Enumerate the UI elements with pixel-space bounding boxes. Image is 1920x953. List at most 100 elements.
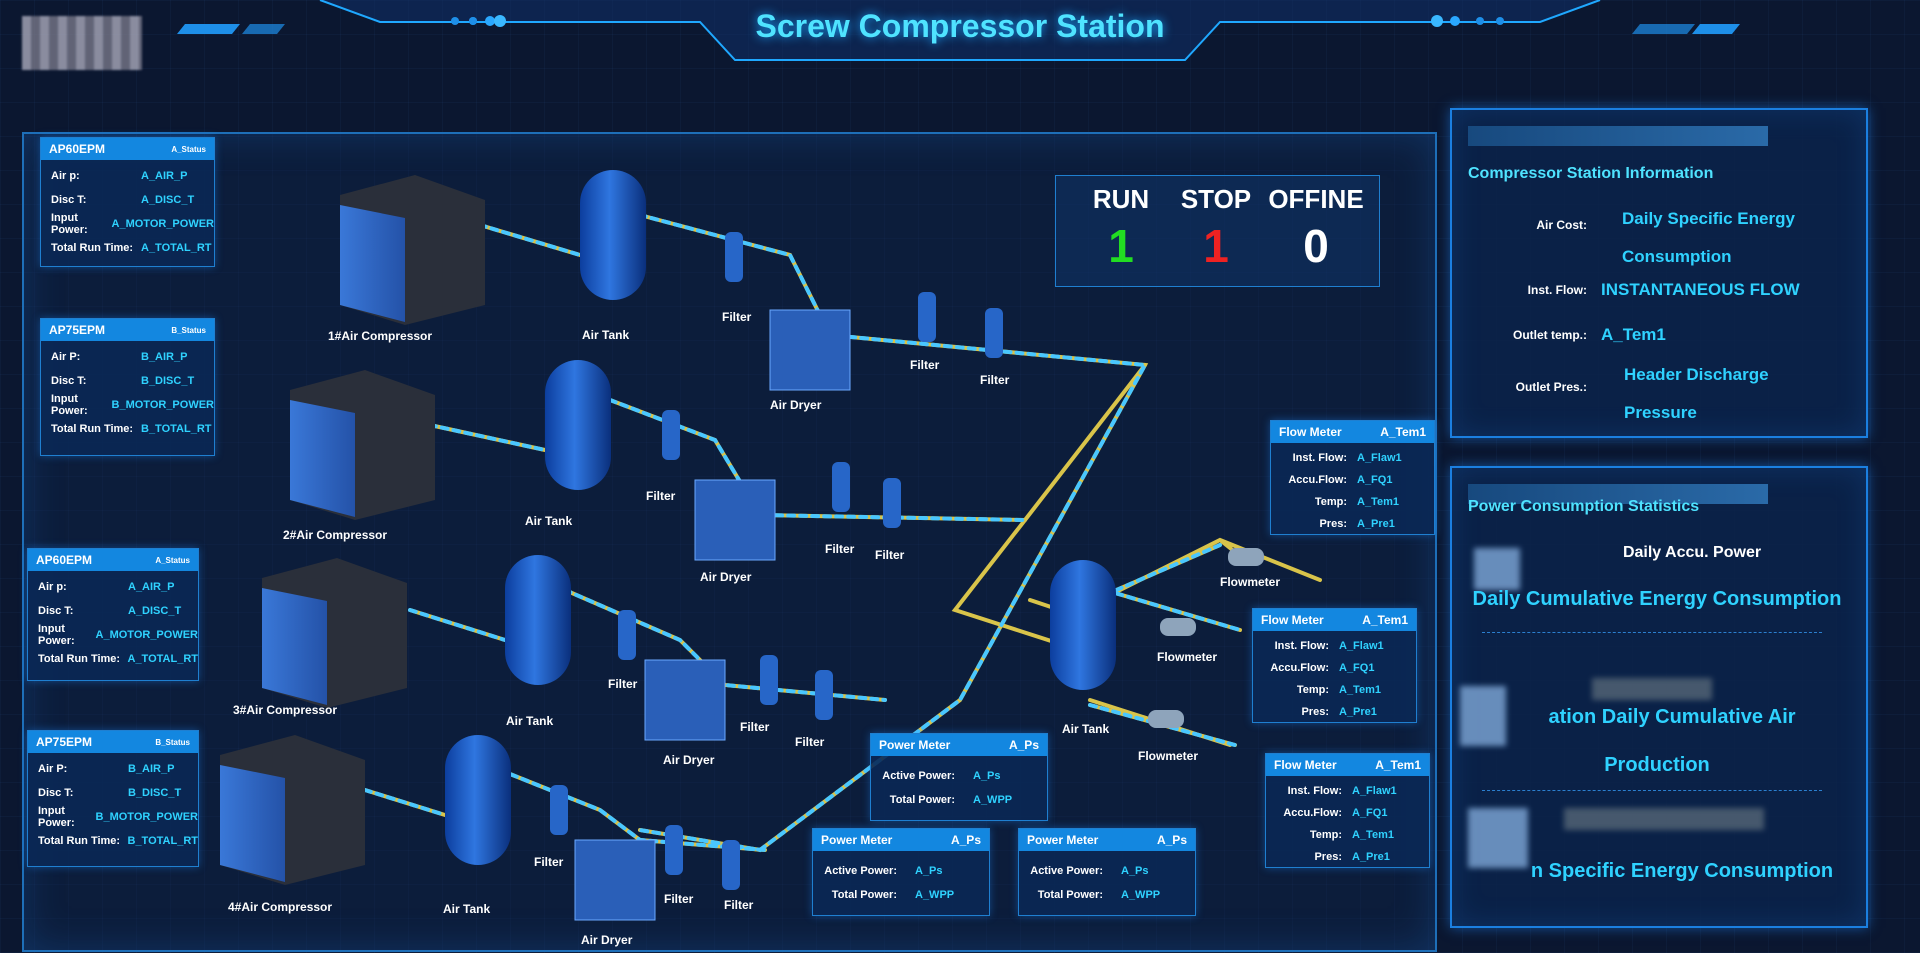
row-value: A_AIR_P (141, 170, 188, 182)
row-label: Disc T: (51, 194, 87, 206)
label-filter: Filter (910, 358, 940, 372)
row-label: Total Power: (889, 794, 955, 806)
panel-title: AP75EPM (49, 323, 106, 337)
panel-title: Power Meter (1027, 833, 1099, 847)
row-label: Input Power: (38, 805, 75, 829)
page-title: Screw Compressor Station (755, 8, 1165, 44)
panel-title: Power Meter (879, 738, 951, 752)
energy-icon (1474, 548, 1520, 590)
row-label: Active Power: (824, 865, 897, 877)
inst-flow-value: INSTANTANEOUS FLOW (1601, 280, 1800, 299)
daily-air-value-line1: ation Daily Cumulative Air (1548, 706, 1796, 728)
row-value: A_DISC_T (141, 194, 195, 206)
panel-tag: A_Tem1 (1375, 758, 1421, 772)
outlet-pres-value: Header Discharge Pressure (1624, 356, 1769, 432)
label-air-dryer: Air Dryer (581, 933, 633, 947)
air-cost-label: Air Cost: (1536, 218, 1587, 232)
row-value: A_WPP (973, 794, 1013, 806)
label-filter: Filter (825, 542, 855, 556)
station-info-title: Compressor Station Information (1468, 165, 1714, 182)
outlet-pres-value-line1: Header Discharge (1624, 365, 1769, 384)
row-value: A_Ps (1121, 865, 1149, 877)
compressor-4-shape (220, 735, 365, 885)
panel-tag: B_Status (171, 325, 206, 335)
row-label: Accu.Flow: (1270, 662, 1329, 674)
panel-title: Power Meter (821, 833, 893, 847)
divider (1482, 632, 1822, 633)
row-value: A_Ps (973, 770, 1001, 782)
row-label: Pres: (1314, 851, 1342, 863)
flowmeters (1148, 548, 1264, 728)
compressor-panel-2[interactable]: AP75EPM B_Status Air P: B_AIR_P Disc T: B_D… (40, 318, 215, 456)
divider (1482, 790, 1822, 791)
panel-title: Flow Meter (1274, 758, 1337, 772)
panel-title: AP60EPM (49, 142, 106, 156)
row-value: B_TOTAL_RT (127, 835, 199, 847)
row-value: A_WPP (915, 889, 955, 901)
specific-energy-value: n Specific Energy Consumption (1530, 860, 1834, 882)
label-air-tank: Air Tank (506, 714, 554, 728)
row-value: A_MOTOR_POWER (95, 629, 198, 641)
row-label: Disc T: (38, 605, 74, 617)
row-label: Temp: (1296, 684, 1329, 696)
row-value: B_DISC_T (141, 375, 195, 387)
air-cost-value-line2: Consumption (1622, 247, 1732, 266)
row-value: B_TOTAL_RT (141, 423, 212, 435)
power-stats-panel: Power Consumption Statistics Daily Accu.… (1450, 466, 1868, 928)
label-flowmeter: Flowmeter (1157, 650, 1218, 664)
panel-title: AP60EPM (36, 553, 93, 567)
panel-title: Flow Meter (1279, 425, 1342, 439)
row-label: Air P: (51, 351, 81, 363)
row-value: A_Flaw1 (1339, 640, 1384, 652)
station-info-panel: Compressor Station Information Air Cost:… (1450, 108, 1868, 438)
label-air-tank: Air Tank (525, 514, 573, 528)
row-value: B_DISC_T (128, 787, 182, 799)
outlet-temp-value: A_Tem1 (1601, 325, 1666, 344)
label-compressor-2: 2#Air Compressor (283, 528, 388, 542)
row-label: Accu.Flow: (1288, 474, 1347, 486)
row-value: A_FQ1 (1352, 807, 1388, 819)
row-value: A_Tem1 (1352, 829, 1394, 841)
label-filter: Filter (740, 720, 770, 734)
label-compressor-1: 1#Air Compressor (328, 329, 433, 343)
row-label: Disc T: (38, 787, 74, 799)
row-label: Total Power: (831, 889, 897, 901)
row-label: Total Run Time: (51, 242, 134, 254)
row-label: Inst. Flow: (1292, 452, 1347, 464)
row-label: Air p: (51, 170, 80, 182)
specific-energy-icon (1468, 808, 1528, 868)
row-label: Inst. Flow: (1287, 785, 1342, 797)
label-compressor-4: 4#Air Compressor (228, 900, 333, 914)
logo-blurred (22, 16, 142, 70)
panel-header-bar (1468, 126, 1768, 146)
row-value: A_Pre1 (1352, 851, 1390, 863)
row-label: Disc T: (51, 375, 87, 387)
run-count: 1 (1108, 220, 1134, 272)
compressor-2-shape (290, 370, 435, 520)
row-value: A_AIR_P (128, 581, 175, 593)
offline-label: OFFINE (1268, 184, 1364, 214)
row-label: Pres: (1319, 518, 1347, 530)
row-value: B_AIR_P (141, 351, 188, 363)
row-value: A_Flaw1 (1357, 452, 1402, 464)
stop-count: 1 (1203, 220, 1229, 272)
label-filter: Filter (722, 310, 752, 324)
panel-tag: A_Status (171, 144, 206, 154)
compressor-panel-1[interactable]: AP60EPM A_Status Air p: A_AIR_P Disc T: A_D… (40, 137, 215, 267)
label-compressor-3: 3#Air Compressor (233, 703, 338, 717)
label-air-dryer: Air Dryer (770, 398, 822, 412)
label-air-tank: Air Tank (582, 328, 630, 342)
row-label: Air p: (38, 581, 67, 593)
inst-flow-label: Inst. Flow: (1527, 283, 1587, 297)
row-label: Total Power: (1037, 889, 1103, 901)
